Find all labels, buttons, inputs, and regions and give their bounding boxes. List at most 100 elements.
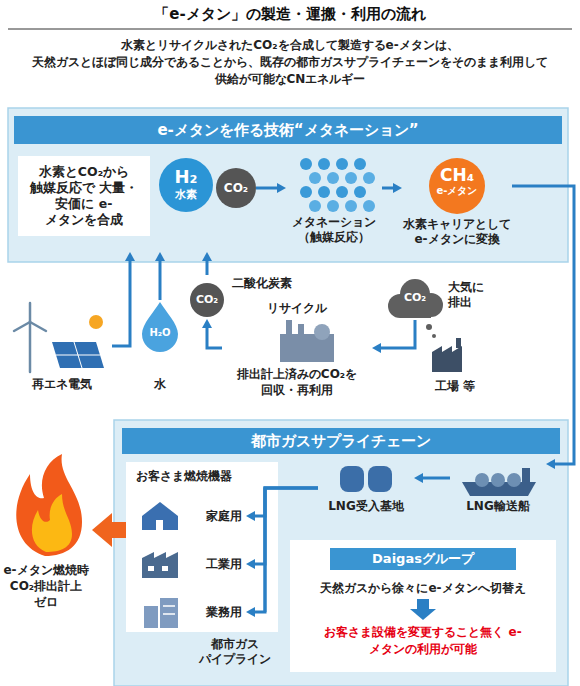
customer-node: 工業用 [136, 546, 246, 582]
node-text: H₂ [159, 166, 213, 188]
recycle-plant [298, 324, 304, 334]
node-text: 大気に 排出 [448, 278, 492, 320]
node-text: CO₂ [190, 283, 224, 319]
factory-icon [456, 338, 461, 348]
node-text: 家庭用 [136, 498, 246, 534]
title-rule [8, 29, 572, 30]
flow-arrow [382, 187, 393, 190]
node-text: 水 [140, 376, 180, 392]
industry-icon [162, 566, 168, 571]
office-icon [144, 598, 178, 628]
process-panel: e-メタンを作る技術“メタネーション” 水素とCO₂から 触媒反応で 大量・安価に… [8, 108, 568, 262]
node-text: メタネーション （触媒反応） [286, 215, 382, 245]
flow-arrow [207, 328, 222, 348]
flow-arrow [112, 522, 126, 538]
molecule-dots [363, 172, 375, 184]
node-text: リサイクル [222, 300, 372, 316]
node-rect [18, 156, 150, 236]
molecule-dots [309, 172, 321, 184]
industry-icon [148, 566, 154, 571]
molecule-dots [300, 186, 312, 198]
node-shape [290, 540, 556, 672]
node-circle [216, 168, 256, 208]
renewable-node: 再エネ電気 [12, 300, 112, 395]
customer-node: 家庭用 [136, 498, 246, 534]
catalyst-node: メタネーション （触媒反応） [286, 155, 382, 245]
solar-panel [52, 342, 104, 368]
group-box: Daigasグループ天然ガスから徐々にe-メタンへ切替えお客さま設備を変更するこ… [290, 540, 556, 672]
node-circle [159, 158, 213, 212]
flow-arrow [256, 187, 277, 190]
lng-ship [475, 473, 489, 487]
molecule-dots [345, 200, 357, 212]
lng-ship [522, 468, 530, 482]
switch-arrow [417, 599, 429, 609]
solar-panel [56, 355, 100, 356]
flow-arrow [423, 477, 450, 480]
recycle-node: リサイクル排出計上済みのCO₂を 回収・再利用 [222, 300, 372, 400]
node-text: LNG輸送船 [450, 498, 546, 514]
flame [32, 494, 72, 552]
water-node: H₂O 水 [140, 300, 180, 395]
recycle-plant [286, 320, 292, 334]
ship-node: LNG輸送船 [450, 452, 546, 518]
terminal-node: LNG受入基地 [318, 458, 414, 518]
node-rect [8, 108, 568, 262]
house-icon [142, 502, 178, 530]
wind-turbine [14, 303, 46, 372]
node-text: CO₂ [388, 278, 442, 320]
label-text: 都市ガス パイプライン [194, 637, 276, 667]
molecule-dots [309, 200, 321, 212]
flow-arrow [206, 261, 209, 275]
node-rect [290, 540, 556, 672]
molecule-dots [318, 186, 330, 198]
lng-ship [507, 473, 521, 487]
node-shape [8, 108, 568, 262]
node-text: Daigasグループ [330, 548, 516, 570]
node-text: CO₂ [216, 168, 256, 208]
flow-arrow [512, 186, 574, 464]
node-text: 業務用 [136, 594, 246, 630]
node-text: 水素とCO₂から 触媒反応で 大量・安価に e-メタンを合成 [18, 156, 150, 236]
house-icon [156, 520, 163, 530]
flow-arrow [381, 320, 415, 348]
label-text: 水素とリサイクルされたCO₂を合成して製造するe-メタンは、 天然ガスとほぼ同じ… [10, 37, 570, 88]
node-rect [126, 462, 278, 632]
node-shape [159, 158, 213, 212]
node-shape [18, 156, 150, 236]
molecule-dots [327, 200, 339, 212]
factory-node: 工場 等 [425, 340, 485, 395]
lng-tanks [340, 466, 392, 492]
wind-turbine [30, 322, 46, 331]
sun [89, 315, 103, 329]
node-text: 水素キャリアとして e-メタンに変換 [402, 217, 512, 247]
node-text: 再エネ電気 [12, 376, 112, 392]
lng-tanks [368, 466, 392, 492]
flame [16, 454, 82, 556]
wind-turbine [14, 322, 30, 331]
title-rule [8, 29, 572, 30]
flow-arrow [255, 488, 318, 612]
molecule-dots [318, 158, 330, 170]
node-rect [114, 420, 568, 686]
recycle-plant [280, 320, 334, 362]
molecule-dots [300, 158, 312, 170]
node-text: e-メタンを作る技術“メタネーション” [14, 116, 562, 144]
flow-arrow [159, 261, 162, 300]
title-text: 「e-メタン」の製造・運搬・利用の流れ [0, 4, 580, 24]
molecule-dots [336, 186, 348, 198]
node-text: お客さま設備を変更すること無く e-メタンの利用が可能 [290, 624, 556, 658]
node-text: e-メタン [402, 185, 512, 197]
thought-bubbles [426, 324, 432, 330]
node-text: LNG受入基地 [318, 498, 414, 514]
title-slot: 「e-メタン」の製造・運搬・利用の流れ [0, 4, 580, 24]
description-box: 水素とCO₂から 触媒反応で 大量・安価に e-メタンを合成 [18, 156, 150, 236]
node-text: 水素 [159, 188, 213, 202]
office-icon [160, 598, 178, 628]
node-text: H₂O [140, 326, 180, 340]
e-methane-node: CH₄e-メタン水素キャリアとして e-メタンに変換 [402, 157, 512, 247]
flame-node: e-メタン燃焼時 CO₂排出計上 ゼロ [0, 450, 92, 610]
factory-icon [432, 338, 462, 372]
industry-icon [142, 552, 178, 578]
